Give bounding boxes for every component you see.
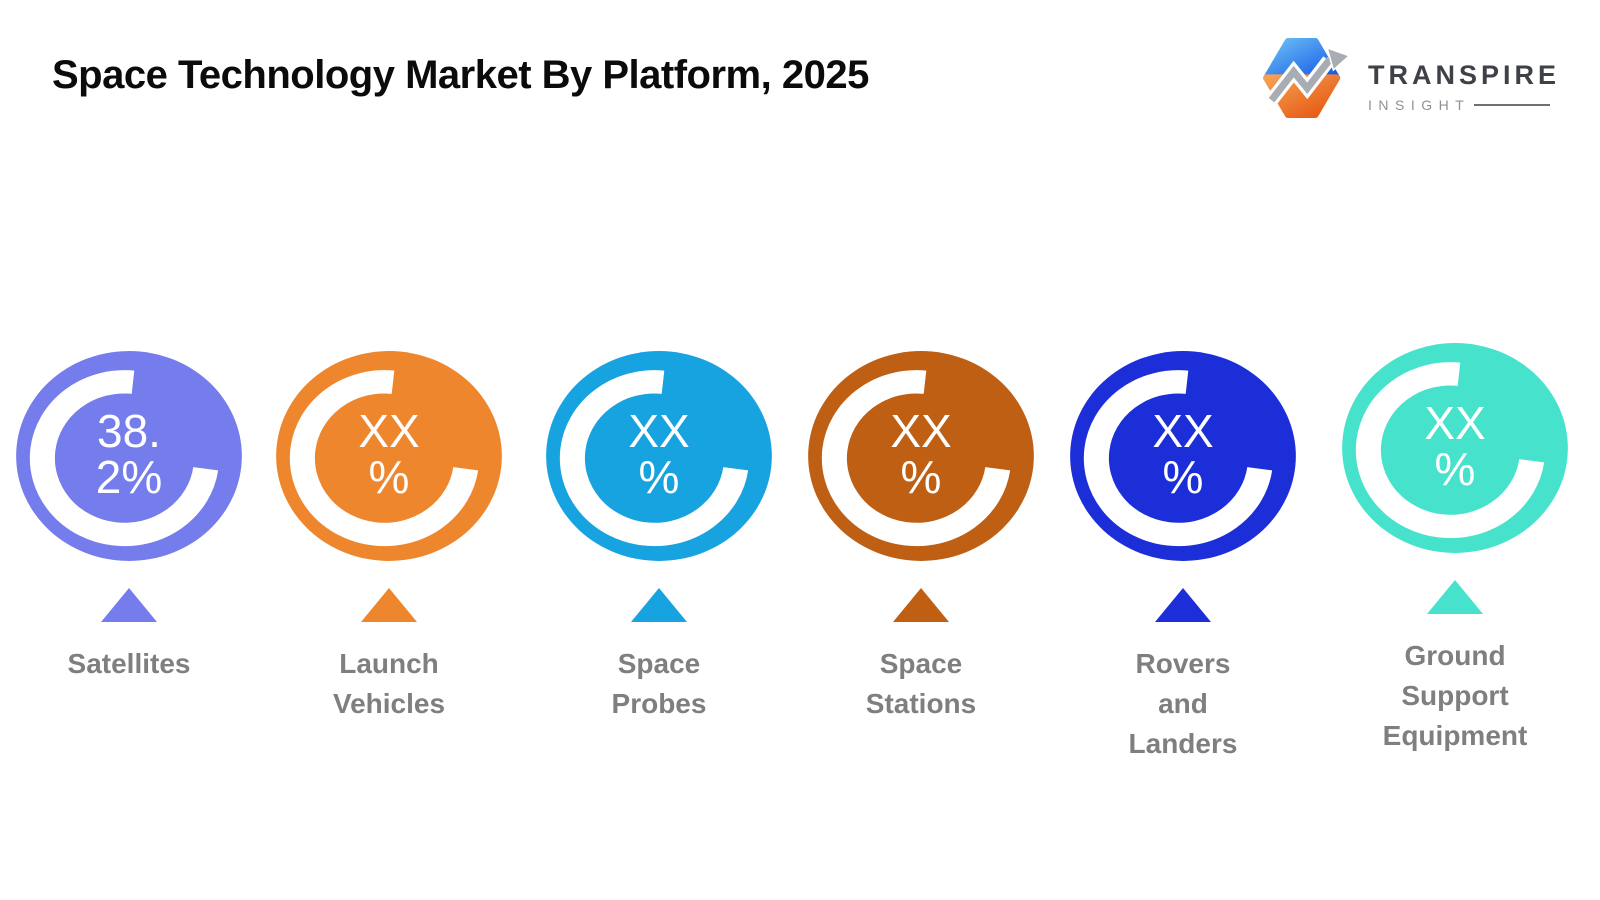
item-label: Ground Support Equipment	[1382, 640, 1528, 751]
item-label: Space Probes	[611, 648, 707, 719]
donut-gauge: XX %	[545, 350, 773, 562]
gauge-item-satellites: 38. 2% Satellites	[9, 350, 249, 684]
gauge-value: XX %	[1424, 397, 1486, 495]
pointer-triangle-icon	[1427, 580, 1483, 614]
donut-gauge-icon	[546, 351, 772, 561]
gauge-item-space-probes: XX % Space Probes	[539, 350, 779, 724]
logo-brand-text: TRANSPIRE	[1368, 60, 1561, 90]
logo-divider-line	[1474, 104, 1551, 106]
logo-sub-text: INSIGHT	[1368, 97, 1471, 113]
item-label: Rovers and Landers	[1128, 648, 1238, 759]
pointer-triangle-icon	[1155, 588, 1211, 622]
item-label: Satellites	[67, 648, 191, 679]
donut-gauge-icon	[808, 351, 1034, 561]
gauge-value: XX %	[1152, 405, 1214, 503]
donut-gauge-icon	[1342, 343, 1568, 553]
gauge-value: 38. 2%	[95, 405, 163, 503]
item-label: Launch Vehicles	[332, 648, 446, 719]
transpire-logo: TRANSPIRE INSIGHT	[1262, 38, 1560, 118]
item-label: Space Stations	[865, 648, 977, 719]
donut-gauge: XX %	[1341, 342, 1569, 554]
gauge-item-ground-support-equipment: XX % Ground Support Equipment	[1335, 342, 1575, 756]
page-title: Space Technology Market By Platform, 202…	[52, 53, 869, 97]
pointer-triangle-icon	[101, 588, 157, 622]
gauge-value: XX %	[628, 405, 690, 503]
pointer-triangle-icon	[361, 588, 417, 622]
pointer-triangle-icon	[631, 588, 687, 622]
gauge-item-space-stations: XX % Space Stations	[801, 350, 1041, 724]
gauge-value: XX %	[358, 405, 420, 503]
donut-gauge: XX %	[275, 350, 503, 562]
transpire-logo-icon	[1263, 38, 1351, 118]
donut-gauge-icon	[1070, 351, 1296, 561]
donut-gauge: 38. 2%	[15, 350, 243, 562]
logo-text-block: TRANSPIRE INSIGHT	[1368, 38, 1560, 113]
donut-gauge-icon	[276, 351, 502, 561]
pointer-triangle-icon	[893, 588, 949, 622]
donut-gauge-icon	[16, 351, 242, 561]
gauge-item-rovers-and-landers: XX % Rovers and Landers	[1063, 350, 1303, 764]
gauge-value: XX %	[890, 405, 952, 503]
donut-gauge: XX %	[1069, 350, 1297, 562]
gauge-item-launch-vehicles: XX % Launch Vehicles	[269, 350, 509, 724]
donut-gauge: XX %	[807, 350, 1035, 562]
